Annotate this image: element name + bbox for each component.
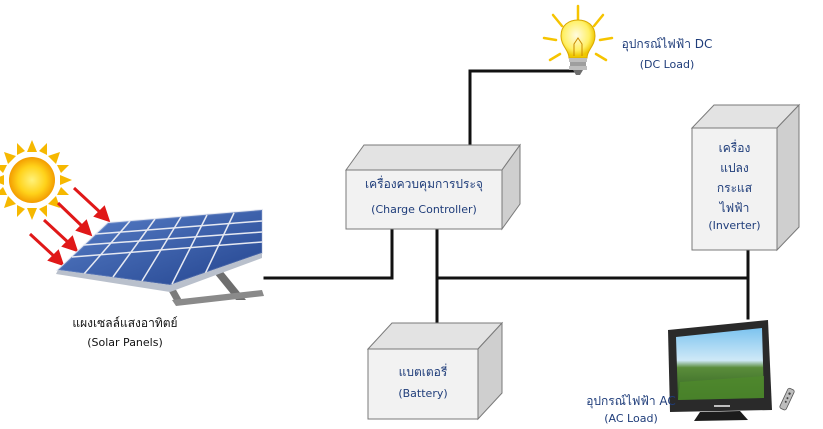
inverter-label-line: แปลง bbox=[720, 161, 749, 175]
dc-load-label-th: อุปกรณ์ไฟฟ้า DC bbox=[621, 37, 713, 51]
sun-ray-arrow bbox=[28, 232, 65, 267]
charge-controller-label: เครื่องควบคุมการประจุ (Charge Controller… bbox=[346, 176, 502, 218]
sun-ray-arrow bbox=[42, 218, 79, 253]
wire-solar-to-controller bbox=[263, 224, 394, 280]
ac-load-label: อุปกรณ์ไฟฟ้า AC (AC Load) bbox=[572, 393, 690, 427]
solar-panels-label: แผงเซลล์แสงอาทิตย์ (Solar Panels) bbox=[50, 315, 200, 351]
ac-load-label-en: (AC Load) bbox=[604, 412, 658, 425]
light-bulb-icon bbox=[542, 4, 614, 75]
sunlight-arrows bbox=[28, 186, 111, 267]
inverter-box bbox=[690, 103, 801, 252]
solar-panels-label-th: แผงเซลล์แสงอาทิตย์ bbox=[72, 316, 178, 330]
inverter-label-line: กระแส bbox=[716, 181, 753, 195]
battery-label-en: (Battery) bbox=[398, 387, 448, 400]
charge-controller-box bbox=[345, 143, 521, 231]
tv-icon bbox=[668, 320, 795, 421]
sun-icon bbox=[0, 140, 72, 220]
sun-ray-arrow bbox=[72, 186, 111, 223]
sun-ray-arrow bbox=[56, 201, 93, 237]
dc-load-label-en: (DC Load) bbox=[639, 58, 695, 71]
battery-label-th: แบตเตอรี่ bbox=[398, 365, 448, 379]
wire-dc-load bbox=[468, 69, 580, 147]
inverter-label-en: (Inverter) bbox=[708, 219, 761, 232]
charge-controller-label-en: (Charge Controller) bbox=[371, 203, 477, 216]
battery-label: แบตเตอรี่ (Battery) bbox=[368, 364, 478, 402]
inverter-label-line: เครื่อง bbox=[718, 141, 751, 155]
dc-load-label: อุปกรณ์ไฟฟ้า DC (DC Load) bbox=[612, 36, 722, 73]
solar-panels-label-en: (Solar Panels) bbox=[87, 336, 163, 349]
remote-control-icon bbox=[779, 387, 795, 411]
battery-box bbox=[366, 321, 504, 421]
ac-load-label-th: อุปกรณ์ไฟฟ้า AC bbox=[586, 394, 676, 408]
inverter-label-line: ไฟฟ้า bbox=[719, 201, 750, 215]
charge-controller-label-th: เครื่องควบคุมการประจุ bbox=[365, 177, 483, 191]
wires bbox=[263, 69, 750, 325]
wire-controller-to-inverter bbox=[435, 248, 750, 280]
inverter-label: เครื่อง แปลง กระแส ไฟฟ้า (Inverter) bbox=[692, 138, 777, 234]
solar-panel-icon bbox=[55, 208, 264, 306]
